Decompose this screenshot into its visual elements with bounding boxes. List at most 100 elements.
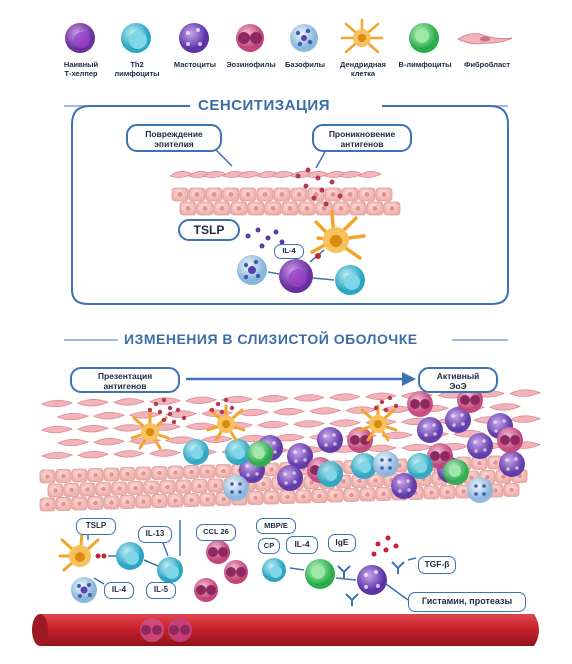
th2-cell — [335, 265, 365, 295]
antigen-particle — [379, 399, 385, 405]
cell-nucleus — [509, 487, 514, 493]
mast-cell — [499, 451, 525, 477]
granule — [406, 479, 410, 483]
mucosa-dendritic-cell — [58, 532, 100, 572]
nucleus — [191, 447, 203, 459]
cell-nucleus — [173, 498, 178, 503]
dendritic-cell — [130, 412, 170, 450]
fibroblast-shape — [358, 171, 382, 178]
cell-nucleus — [341, 479, 346, 484]
fibroblast-shape — [401, 443, 434, 452]
mucosa-eosinophils — [194, 540, 248, 602]
cell-nucleus — [228, 192, 234, 197]
antigen-penetration-label: Проникновение антигенов — [312, 124, 412, 152]
granule — [292, 471, 296, 475]
granule — [245, 464, 249, 468]
cp-label: CP — [258, 538, 280, 554]
antigen-particle — [219, 409, 225, 415]
cell-nucleus — [157, 470, 162, 476]
fibroblast-shape — [41, 425, 74, 434]
cell-nucleus — [93, 500, 98, 506]
baso-cell — [223, 475, 249, 501]
nucleus-lobe — [410, 399, 420, 409]
granule — [388, 458, 392, 462]
legend-mast-cell-icon — [179, 23, 209, 53]
cell-nucleus — [338, 206, 344, 211]
granule — [482, 492, 486, 496]
legend-label-eosinophils: Эозинофилы — [226, 60, 276, 69]
cell-nucleus — [181, 484, 186, 489]
mediator-dots — [371, 535, 399, 557]
legend-naive-t-helper-icon — [65, 23, 95, 53]
sensitization-frame — [64, 105, 509, 305]
fibroblast-shape — [257, 395, 290, 403]
fibroblast-shape — [237, 408, 270, 417]
cell-nucleus — [213, 483, 218, 488]
antigen-particle — [175, 407, 181, 413]
cell-nucleus — [364, 192, 370, 197]
granule — [398, 489, 402, 493]
histamine-label: Гистамин, протеазы — [408, 592, 526, 612]
granule — [505, 458, 509, 462]
granule — [238, 490, 242, 494]
fibroblast-shape — [273, 408, 306, 416]
antigen-particle — [229, 405, 235, 411]
antigen-particle — [171, 419, 177, 425]
nucleus — [449, 465, 461, 477]
cell-nucleus — [141, 471, 146, 476]
cell-nucleus — [69, 487, 74, 493]
nucleus-lobe — [430, 451, 440, 461]
fibroblast-shape — [257, 421, 290, 429]
nucleus — [325, 469, 337, 481]
cell-nucleus — [61, 501, 66, 507]
mucosa-tslp-label: TSLP — [76, 518, 116, 535]
cell-nucleus — [445, 489, 450, 495]
granule — [284, 481, 288, 485]
mucosa-mast-cell — [357, 565, 387, 595]
fibroblast-shape — [509, 415, 542, 423]
granule — [493, 420, 497, 424]
cell-nucleus — [317, 493, 322, 499]
cell-nucleus — [389, 206, 395, 211]
antigen-particle — [383, 407, 389, 413]
cell-nucleus — [165, 484, 170, 490]
legend-label-dendritic-cell: Дендридная клетка — [340, 60, 386, 78]
nucleus-lobe — [460, 395, 470, 405]
cell-nucleus — [93, 472, 98, 478]
granule — [273, 450, 277, 454]
nucleus-lobe — [360, 435, 370, 445]
antigen-particle — [223, 397, 229, 403]
cell-nucleus — [381, 192, 387, 197]
dendritic-cell — [358, 404, 398, 442]
dendritic-cell — [310, 210, 366, 260]
granule — [424, 433, 428, 437]
antigen-presentation-label: Презентация антигенов — [70, 367, 180, 393]
ige-label: IgE — [328, 534, 356, 552]
cell-nucleus — [45, 474, 50, 479]
granule — [302, 449, 306, 453]
fibroblast-shape — [41, 399, 74, 408]
mucosa-th2-cell-2 — [157, 557, 183, 583]
cell-nucleus — [321, 206, 327, 211]
tslp-label: TSLP — [178, 219, 240, 241]
granule — [502, 419, 506, 423]
legend-dendritic-cell-icon — [340, 18, 384, 54]
cell-nucleus — [279, 192, 285, 197]
mucosa-title: ИЗМЕНЕНИЯ В СЛИЗИСТОЙ ОБОЛОЧКЕ — [124, 331, 418, 347]
mast-cell — [287, 443, 313, 469]
granule — [246, 473, 250, 477]
cell-nucleus — [477, 460, 482, 466]
granule — [473, 440, 477, 444]
fibroblast-shape — [77, 451, 110, 459]
antigen-particles — [295, 167, 343, 207]
cell-nucleus — [269, 467, 274, 472]
mucosa-il4-label: IL-4 — [104, 582, 134, 599]
granule — [483, 448, 487, 452]
fibroblast-shape — [293, 394, 326, 402]
mucosa-il4b-label: IL-4 — [286, 536, 318, 554]
fibroblast-shape — [509, 389, 542, 397]
granule — [324, 443, 328, 447]
mast-cell — [317, 427, 343, 453]
mast-cell — [277, 465, 303, 491]
ige-antibodies — [337, 561, 405, 606]
